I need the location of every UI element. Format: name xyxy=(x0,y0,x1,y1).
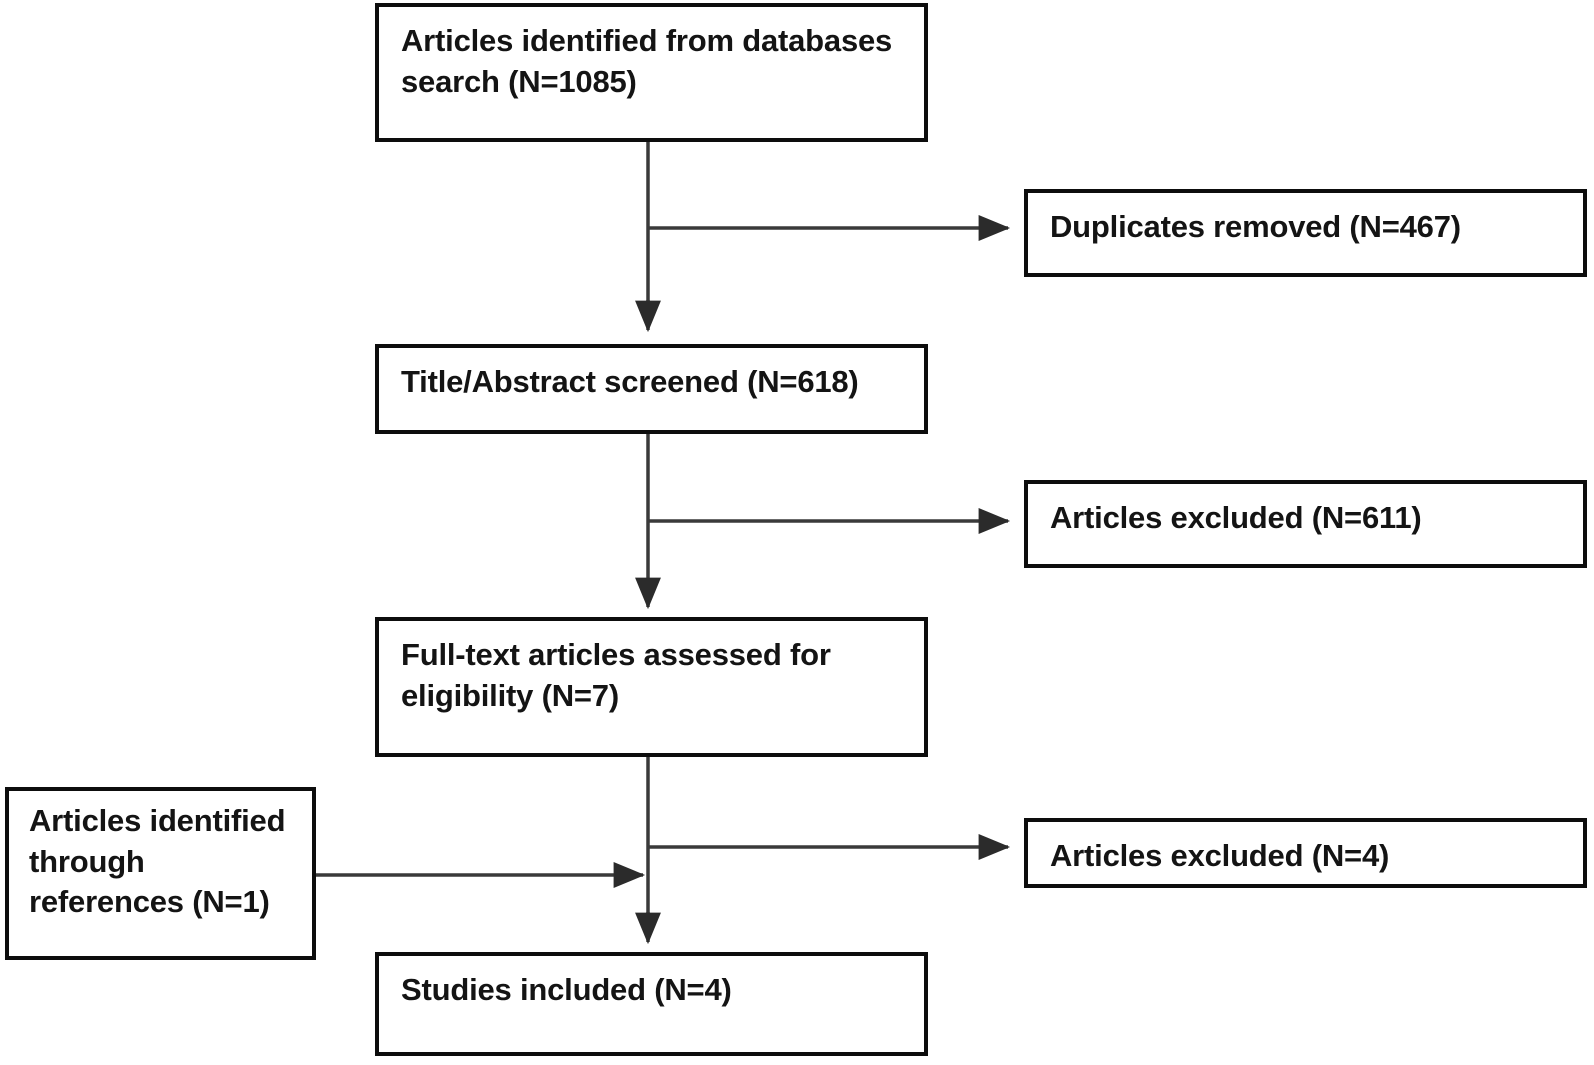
node-label: Articles identified through references (… xyxy=(29,803,286,920)
node-label: Full-text articles assessed for eligibil… xyxy=(401,637,831,713)
node-articles-excluded-fulltext: Articles excluded (N=4) xyxy=(1024,818,1587,888)
node-label: Articles excluded (N=611) xyxy=(1050,500,1422,535)
node-duplicates-removed: Duplicates removed (N=467) xyxy=(1024,189,1587,277)
node-articles-excluded-screening: Articles excluded (N=611) xyxy=(1024,480,1587,568)
node-articles-identified-databases: Articles identified from databases searc… xyxy=(375,3,928,142)
node-studies-included: Studies included (N=4) xyxy=(375,952,928,1056)
node-label: Studies included (N=4) xyxy=(401,972,732,1007)
node-title-abstract-screened: Title/Abstract screened (N=618) xyxy=(375,344,928,434)
node-fulltext-assessed-eligibility: Full-text articles assessed for eligibil… xyxy=(375,617,928,757)
node-label: Duplicates removed (N=467) xyxy=(1050,209,1461,244)
node-label: Articles identified from databases searc… xyxy=(401,23,893,99)
node-label: Articles excluded (N=4) xyxy=(1050,838,1390,873)
node-articles-identified-references: Articles identified through references (… xyxy=(5,787,316,960)
node-label: Title/Abstract screened (N=618) xyxy=(401,364,859,399)
